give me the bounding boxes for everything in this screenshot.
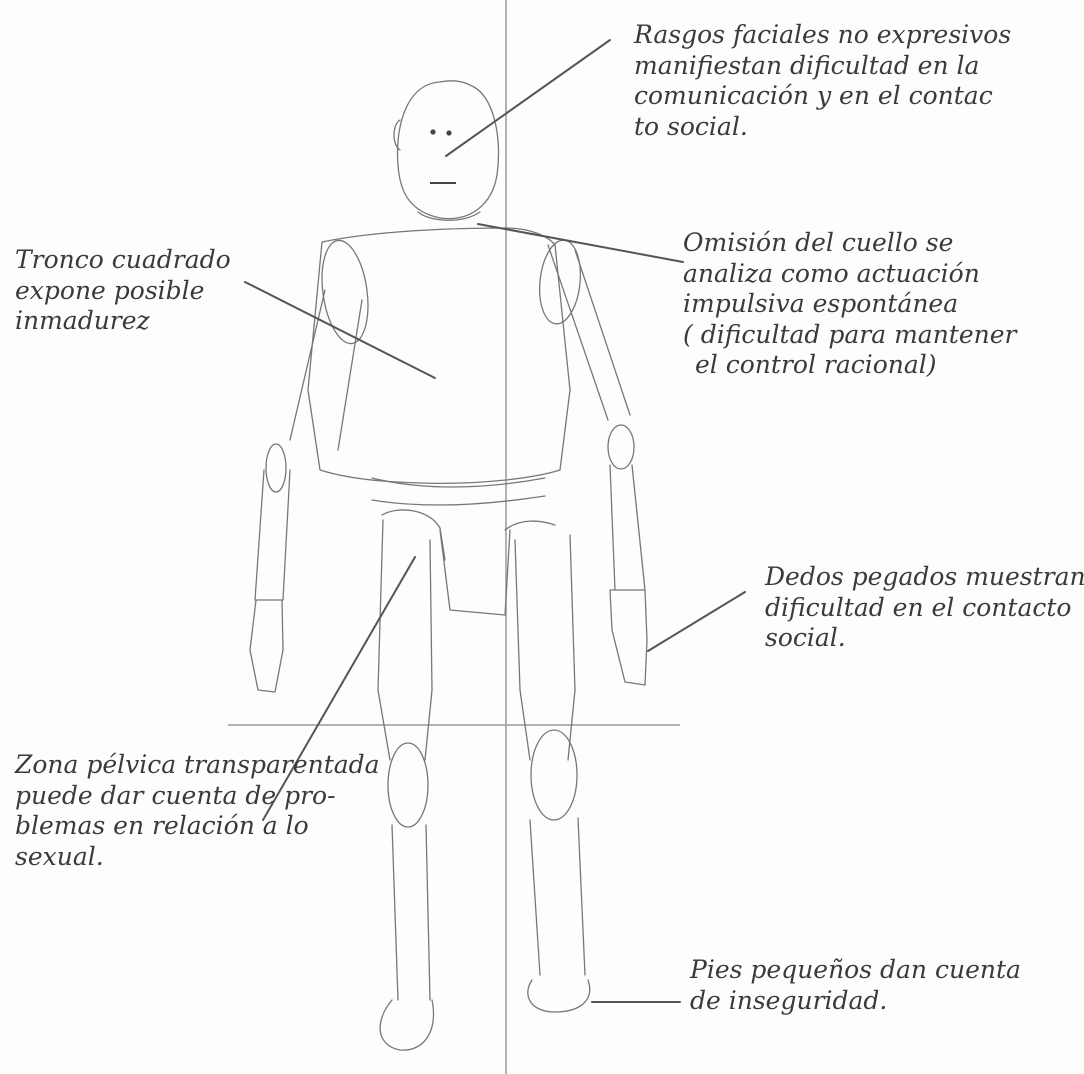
- right-elbow-joint: [608, 425, 634, 469]
- trunk-leader-line: [245, 282, 435, 378]
- annotation-line: analiza como actuación: [683, 259, 1016, 290]
- annotation-line: Zona pélvica transparentada: [15, 750, 380, 781]
- annotation-line: Rasgos faciales no expresivos: [634, 20, 1011, 51]
- left-eye: [430, 129, 435, 134]
- face-leader-line: [446, 40, 610, 156]
- left-hand: [250, 600, 283, 692]
- torso-outline: [308, 228, 570, 483]
- annotation-line: Dedos pegados muestran: [765, 562, 1084, 593]
- left-thigh: [378, 520, 432, 760]
- annotation-line: sexual.: [15, 842, 380, 873]
- head-outline: [397, 81, 498, 219]
- right-forearm: [610, 465, 645, 590]
- left-foot: [380, 1000, 433, 1050]
- left-shin: [392, 825, 430, 1000]
- right-shin: [530, 818, 585, 975]
- annotation-line: blemas en relación a lo: [15, 811, 380, 842]
- annotation-line: to social.: [634, 112, 1011, 143]
- right-upper-arm: [548, 245, 630, 420]
- annotation-line: puede dar cuenta de pro-: [15, 781, 380, 812]
- annotation-line: impulsiva espontánea: [683, 289, 1016, 320]
- annotation-line: expone posible: [15, 276, 231, 307]
- fingers-leader-line: [648, 592, 745, 651]
- annotation-line: de inseguridad.: [690, 986, 1021, 1017]
- annotation-line: ( dificultad para mantener: [683, 320, 1016, 351]
- left-knee-joint: [388, 743, 428, 827]
- left-upper-arm: [290, 290, 362, 450]
- neck-leader-line: [478, 224, 683, 262]
- feet-annotation: Pies pequeños dan cuenta de inseguridad.: [690, 955, 1021, 1016]
- right-eye: [446, 130, 451, 135]
- pelvis-outline: [382, 510, 555, 615]
- right-knee-joint: [531, 730, 577, 820]
- face-annotation: Rasgos faciales no expresivos manifiesta…: [634, 20, 1011, 142]
- right-thigh: [515, 535, 575, 760]
- annotation-line: Tronco cuadrado: [15, 245, 231, 276]
- left-elbow-joint: [266, 444, 286, 492]
- left-forearm: [255, 470, 290, 600]
- right-foot: [528, 980, 590, 1012]
- annotation-line: social.: [765, 623, 1084, 654]
- annotation-line: el control racional): [683, 350, 1016, 381]
- neck-annotation: Omisión del cuello se analiza como actua…: [683, 228, 1016, 381]
- annotation-line: dificultad en el contacto: [765, 593, 1084, 624]
- annotation-line: Pies pequeños dan cuenta: [690, 955, 1021, 986]
- annotation-line: manifiestan dificultad en la: [634, 51, 1011, 82]
- right-hand: [610, 590, 647, 685]
- annotation-line: comunicación y en el contac: [634, 81, 1011, 112]
- annotation-line: Omisión del cuello se: [683, 228, 1016, 259]
- annotation-line: inmadurez: [15, 306, 231, 337]
- pelvis-annotation: Zona pélvica transparentada puede dar cu…: [15, 750, 380, 872]
- trunk-annotation: Tronco cuadrado expone posible inmadurez: [15, 245, 231, 337]
- fingers-annotation: Dedos pegados muestran dificultad en el …: [765, 562, 1084, 654]
